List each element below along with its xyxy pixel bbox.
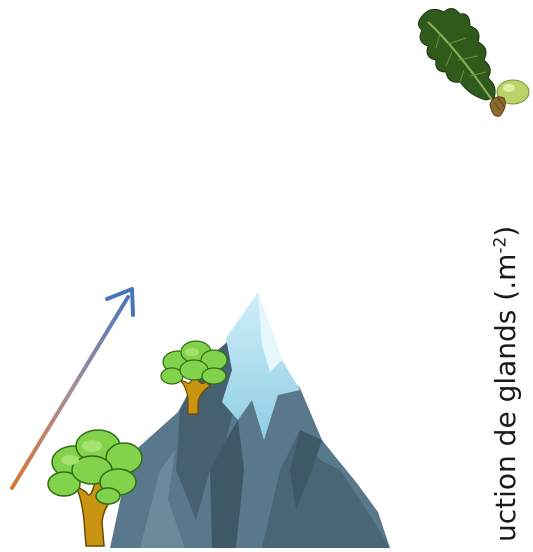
axis-label-close: ) — [489, 225, 522, 237]
axis-label-exponent: -2 — [490, 236, 511, 254]
tree-large-icon — [47, 429, 143, 547]
axis-label-text: uction de glands (.m — [489, 253, 522, 542]
acorn-production-axis-label: uction de glands (.m-2) — [489, 225, 522, 542]
altitude-arrow-icon — [10, 287, 135, 490]
mountain-icon — [110, 292, 390, 548]
oak-leaf-acorn-icon — [418, 8, 530, 117]
tree-small-icon — [160, 340, 228, 415]
